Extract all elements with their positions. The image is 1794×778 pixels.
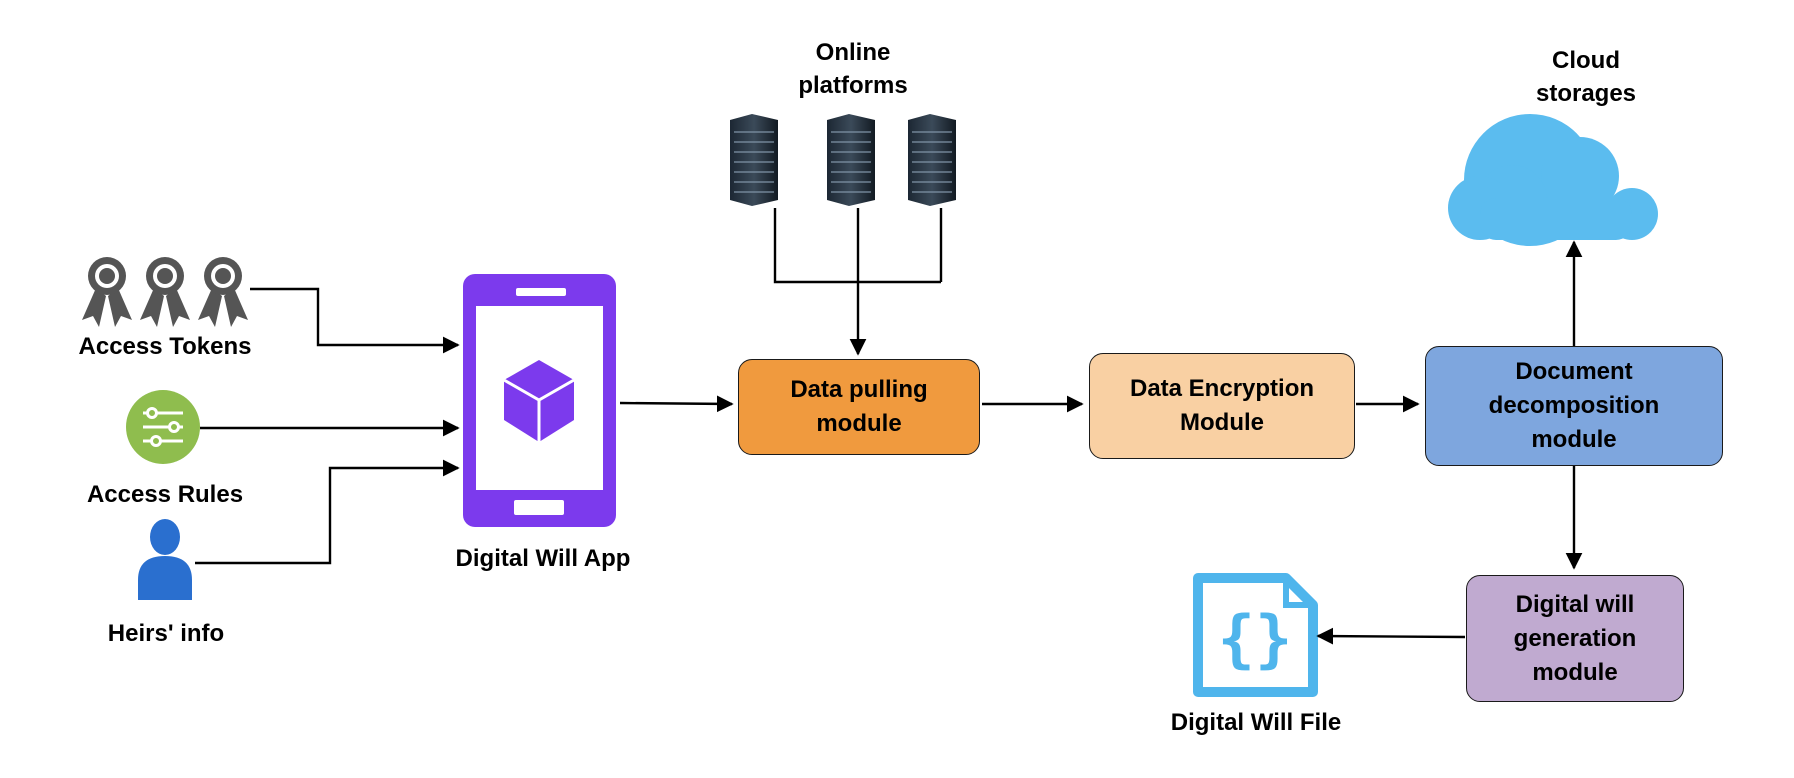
person-icon [138, 519, 192, 600]
ribbon-icon [82, 257, 132, 327]
digital-will-generation-module: Digital will generation module [1466, 575, 1684, 702]
digital-will-file-label: Digital Will File [1170, 709, 1342, 736]
smartphone-icon [463, 274, 616, 527]
online-platforms-label: Online platforms [798, 39, 908, 99]
digital-will-app-label: Digital Will App [455, 545, 631, 572]
document-decomposition-module: Document decomposition module [1425, 346, 1723, 466]
arrow-heirs-to-app [195, 459, 460, 565]
server-racks [730, 114, 956, 206]
access-tokens-icon [82, 257, 248, 327]
line-rack-1 [773, 208, 941, 284]
cloud-icon [1448, 114, 1658, 246]
cloud-storages-label: Cloud storages [1535, 47, 1637, 107]
access-rules-label: Access Rules [86, 481, 244, 508]
arrow-generation-to-file [1316, 627, 1466, 645]
cube-icon [503, 360, 575, 442]
server-rack-icon [730, 114, 778, 206]
heirs-info-label: Heirs' info [107, 620, 225, 647]
connectors [195, 208, 1583, 645]
json-file-icon: {} [1193, 573, 1318, 697]
data-pulling-module: Data pulling module [738, 359, 980, 455]
server-rack-icon [827, 114, 875, 206]
server-rack-icon [908, 114, 956, 206]
ribbon-icon [198, 257, 248, 327]
svg-text:{}: {} [1218, 602, 1293, 675]
data-encryption-module: Data Encryption Module [1089, 353, 1355, 459]
access-tokens-label: Access Tokens [78, 333, 252, 360]
arrow-app-to-pulling [619, 395, 734, 413]
sliders-icon [126, 390, 200, 464]
arrow-tokens-to-app [250, 287, 460, 354]
ribbon-icon [140, 257, 190, 327]
